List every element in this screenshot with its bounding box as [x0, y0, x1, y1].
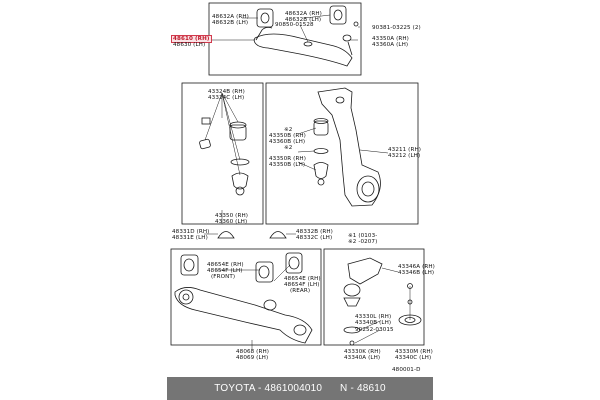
knuckle-illustration	[313, 87, 381, 207]
lower-arm-frame	[170, 248, 322, 346]
label-43330l: 43330L (RH)	[355, 314, 392, 320]
label-48630: 48630 (LH)	[173, 42, 206, 48]
label-43324c: 43324C (LH)	[208, 95, 245, 101]
label-43350r: 43350R (RH)	[269, 156, 307, 162]
label-43350a: 43350A (RH)	[372, 36, 409, 42]
label-43360a: 43360A (LH)	[372, 42, 409, 48]
label-48332c: 48332C (LH)	[296, 235, 333, 241]
boot-right	[269, 231, 287, 239]
label-90252: 90252-03015	[355, 327, 394, 333]
label-mark-1: ※1 (0103-	[348, 233, 378, 239]
lower-arm-illustration	[174, 252, 313, 344]
lower-joint-frame	[323, 248, 425, 346]
label-43340b: 43340B (LH)	[355, 320, 392, 326]
label-48654e-rear: 48654E (RH)	[284, 276, 321, 282]
label-43340a: 43340A (LH)	[344, 355, 381, 361]
label-48068: 48068 (RH)	[236, 349, 270, 355]
label-43350: 43350 (RH)	[215, 213, 249, 219]
label-43346a: 43346A (RH)	[398, 264, 435, 270]
label-mark-2-range: ※2 -0207)	[348, 239, 378, 245]
label-43350b: 43350B (RH)	[269, 133, 306, 139]
part-number-footer: TOYOTA - 4861004010 N - 48610	[167, 377, 433, 400]
label-48332b: 48332B (RH)	[296, 229, 333, 235]
label-front: (FRONT)	[211, 274, 236, 280]
label-48069: 48069 (LH)	[236, 355, 269, 361]
leader-lines	[204, 14, 411, 350]
label-48331d: 48331D (RH)	[172, 229, 210, 235]
knuckle-frame	[265, 82, 419, 225]
label-48331e: 48331E (LH)	[172, 235, 208, 241]
ball-joint-illustration	[199, 117, 250, 196]
label-43360b: 43360B (LH)	[269, 139, 306, 145]
label-48632a-right: 48632A (RH)	[285, 11, 322, 17]
label-mark-2a: ※2	[284, 127, 293, 133]
label-43360: 43360 (LH)	[215, 219, 248, 225]
label-48632b: 48632B (LH)	[212, 20, 249, 26]
label-diagram-code: 480001-D	[392, 367, 421, 373]
label-48632a: 48632A (RH)	[212, 14, 249, 20]
label-mark-2b: ※2	[284, 145, 293, 151]
label-43330m: 43330M (RH)	[395, 349, 433, 355]
label-90850: 90850-01528	[275, 22, 314, 28]
label-43350b-lh: 43350B (LH)	[269, 162, 306, 168]
label-48632b-right: 48632B (LH)	[285, 17, 322, 23]
label-48654f: 48654F (LH)	[207, 268, 243, 274]
label-48654f-rear: 48654F (LH)	[284, 282, 320, 288]
label-43346b: 43346B (LH)	[398, 270, 435, 276]
label-rear: (REAR)	[290, 288, 311, 294]
footer-text: TOYOTA - 4861004010 N - 48610	[214, 383, 386, 394]
label-43324b: 43324B (RH)	[208, 89, 245, 95]
label-48654e: 48654E (RH)	[207, 262, 244, 268]
label-43340c: 43340C (LH)	[395, 355, 432, 361]
boot-left	[217, 231, 235, 239]
label-43212: 43212 (LH)	[388, 153, 421, 159]
ball-joint-frame	[181, 82, 264, 225]
label-48610-highlighted[interactable]: 48610 (RH)	[171, 34, 212, 44]
label-43211: 43211 (RH)	[388, 147, 422, 153]
label-43330k: 43330K (RH)	[344, 349, 381, 355]
label-90381: 90381-03225 (2)	[372, 25, 421, 31]
